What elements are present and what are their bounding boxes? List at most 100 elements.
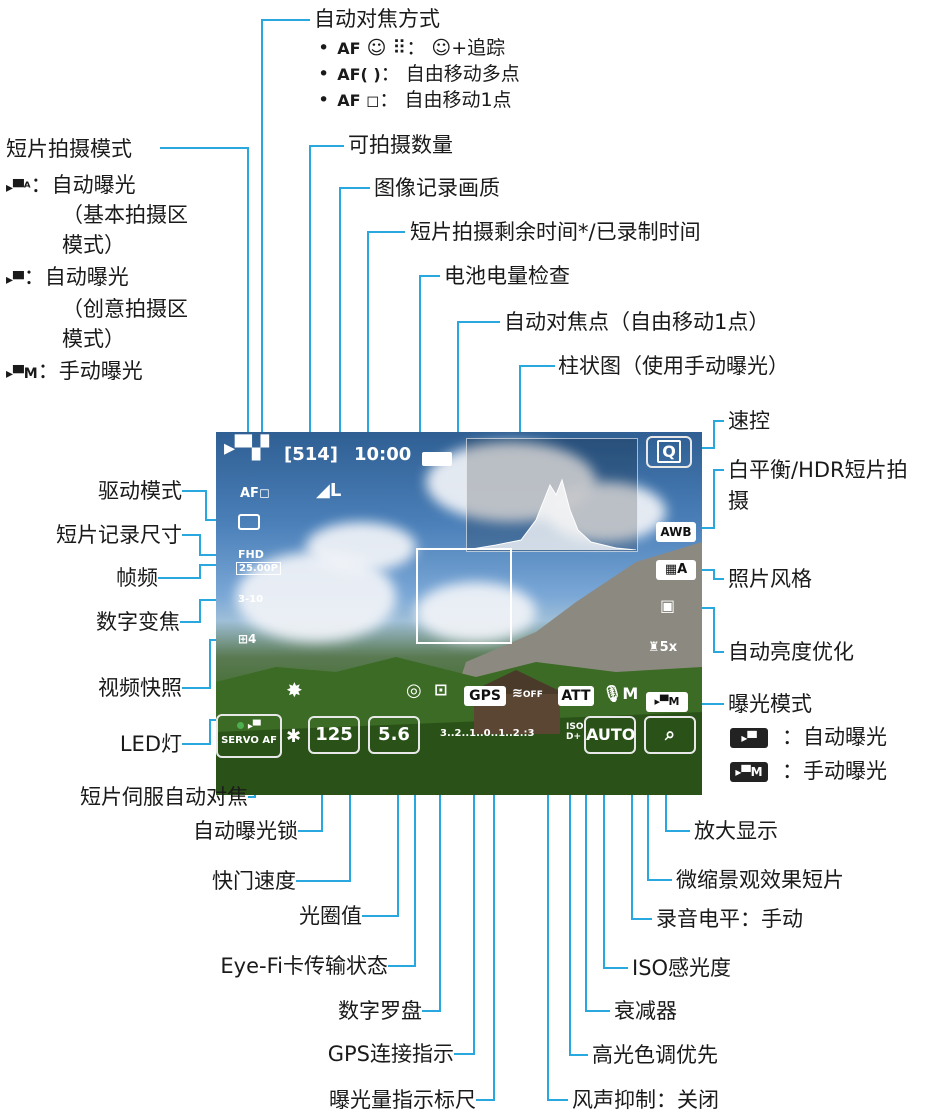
shots-remaining: [514] xyxy=(284,444,339,465)
leader-quick xyxy=(702,420,724,449)
alo-icon: ▣ xyxy=(660,596,676,615)
leader-dzoom xyxy=(180,599,225,623)
label-af-point: 自动对焦点（自由移动1点） xyxy=(504,310,770,334)
label-af-method: 自动对焦方式 xyxy=(314,7,440,31)
mode-creative-line2: 模式） xyxy=(62,327,125,351)
aperture-field[interactable]: 5.6 xyxy=(368,716,420,754)
leader-magnify xyxy=(665,790,690,832)
gps-indicator: GPS xyxy=(464,686,506,706)
leader-style xyxy=(702,569,724,580)
label-attenuator: 衰减器 xyxy=(614,999,677,1023)
label-led: LED灯 xyxy=(119,732,182,756)
leader-hto xyxy=(569,790,588,1056)
mode-basic-line2: 模式） xyxy=(62,233,125,257)
exposure-mode-icon: ▸▀M xyxy=(646,692,688,712)
iso-field[interactable]: AUTO xyxy=(584,716,636,754)
exposure-mode-auto: ▸▀：自动曝光 xyxy=(730,724,887,750)
label-ae-lock: 自动曝光锁 xyxy=(193,819,298,843)
ae-lock-icon: ✱ xyxy=(286,726,302,747)
leader-shutter xyxy=(296,790,351,882)
label-snapshot: 视频快照 xyxy=(98,676,182,700)
leader-movie-mode xyxy=(160,147,249,440)
label-wb-line2: 摄 xyxy=(728,489,749,513)
label-aperture: 光圈值 xyxy=(299,904,362,928)
rec-size-icon: FHD xyxy=(238,548,264,561)
histogram-curve xyxy=(466,478,636,550)
mode-creative-line1: （创意拍摄区 xyxy=(62,297,188,321)
leader-iso xyxy=(603,790,628,969)
label-movie-mode: 短片拍摄模式 xyxy=(6,137,132,161)
label-frame-rate: 帧频 xyxy=(116,566,158,590)
leader-rec-time xyxy=(367,231,405,440)
frame-rate-icon: 25.00P xyxy=(236,562,281,575)
label-wb-line1: 白平衡/HDR短片拍 xyxy=(728,458,908,482)
digital-zoom-icon: 3-10 xyxy=(238,594,264,605)
label-servo: 短片伺服自动对焦 xyxy=(80,785,248,809)
label-drive: 驱动模式 xyxy=(98,479,182,503)
label-hto: 高光色调优先 xyxy=(592,1043,718,1067)
label-alo: 自动亮度优化 xyxy=(728,640,854,664)
picture-style-icon: ▦A xyxy=(656,560,696,580)
miniature-icon: ♜5x xyxy=(648,640,678,655)
label-magnify: 放大显示 xyxy=(694,819,778,843)
video-snapshot-icon: ⊞4 xyxy=(238,632,257,646)
label-dzoom: 数字变焦 xyxy=(96,610,180,634)
leader-compass xyxy=(422,716,441,1012)
label-histogram: 柱状图（使用手动曝光） xyxy=(558,354,789,378)
compass-icon: ⊡ xyxy=(434,680,448,699)
leader-alo xyxy=(702,607,724,653)
leader-eyefi xyxy=(388,720,416,967)
shutter-speed-field[interactable]: 125 xyxy=(308,716,360,754)
attenuator-indicator: ATT xyxy=(558,686,594,706)
leader-gps xyxy=(454,730,475,1055)
led-icon: ✸ xyxy=(286,678,303,702)
leader-rec-size xyxy=(182,534,225,556)
label-rec-time: 短片拍摄剩余时间*/已录制时间 xyxy=(410,220,701,244)
leader-af-method xyxy=(261,19,310,440)
label-wind: 风声抑制：关闭 xyxy=(572,1088,719,1112)
leader-wind xyxy=(547,730,568,1101)
battery-icon xyxy=(422,452,452,466)
leader-drive xyxy=(182,490,225,521)
drive-mode-icon xyxy=(238,514,260,530)
leader-wb xyxy=(702,469,724,529)
label-compass: 数字罗盘 xyxy=(338,999,422,1023)
label-shots: 可拍摄数量 xyxy=(348,133,453,157)
servo-af-button[interactable]: ▸▀ SERVO AF xyxy=(216,714,282,758)
label-iso: ISO感光度 xyxy=(632,956,732,980)
af-option-multi: AF( )： 自由移动多点 xyxy=(318,62,520,87)
label-gps: GPS连接指示 xyxy=(327,1042,454,1066)
af-point-frame xyxy=(416,548,512,644)
exposure-mode-manual: ▸▀M：手动曝光 xyxy=(730,758,887,784)
leader-attenuator xyxy=(585,730,610,1012)
label-eyefi: Eye-Fi卡传输状态 xyxy=(220,954,388,978)
label-rec-level: 录音电平：手动 xyxy=(656,907,803,931)
leader-frame-rate xyxy=(158,564,225,579)
label-quality: 图像记录画质 xyxy=(374,176,500,200)
label-rec-size: 短片记录尺寸 xyxy=(56,523,182,547)
leader-quality xyxy=(339,187,370,488)
leader-battery xyxy=(419,275,440,440)
label-quick-control: 速控 xyxy=(728,409,770,433)
af-method-indicator: AF◻ xyxy=(240,486,270,501)
mode-auto-basic: ▸▀ᴬ：自动曝光 xyxy=(6,173,136,197)
quality-indicator: ◢L xyxy=(316,480,342,501)
eyefi-icon: ◎ xyxy=(406,680,422,701)
leader-aperture xyxy=(362,790,399,917)
magnify-button[interactable]: ⌕ xyxy=(644,716,696,754)
label-exposure-mode: 曝光模式 xyxy=(728,692,812,716)
leader-histogram xyxy=(519,365,555,440)
mode-basic-line1: （基本拍摄区 xyxy=(62,203,188,227)
rec-level-icon: 🎙M xyxy=(602,684,639,703)
af-option-face: AF ☺ ⠿： ☺+追踪 xyxy=(318,36,505,61)
label-battery: 电池电量检查 xyxy=(444,264,570,288)
label-miniature: 微缩景观效果短片 xyxy=(676,868,844,892)
movie-mode-icon: ▸▀▞ xyxy=(224,436,269,461)
wb-icon: AWB xyxy=(656,522,696,542)
label-picture-style: 照片风格 xyxy=(728,567,812,591)
quick-control-button[interactable]: Q xyxy=(646,436,692,468)
label-exposure-scale: 曝光量指示标尺 xyxy=(329,1088,476,1112)
leader-shots xyxy=(309,145,344,440)
label-shutter: 快门速度 xyxy=(212,869,296,893)
